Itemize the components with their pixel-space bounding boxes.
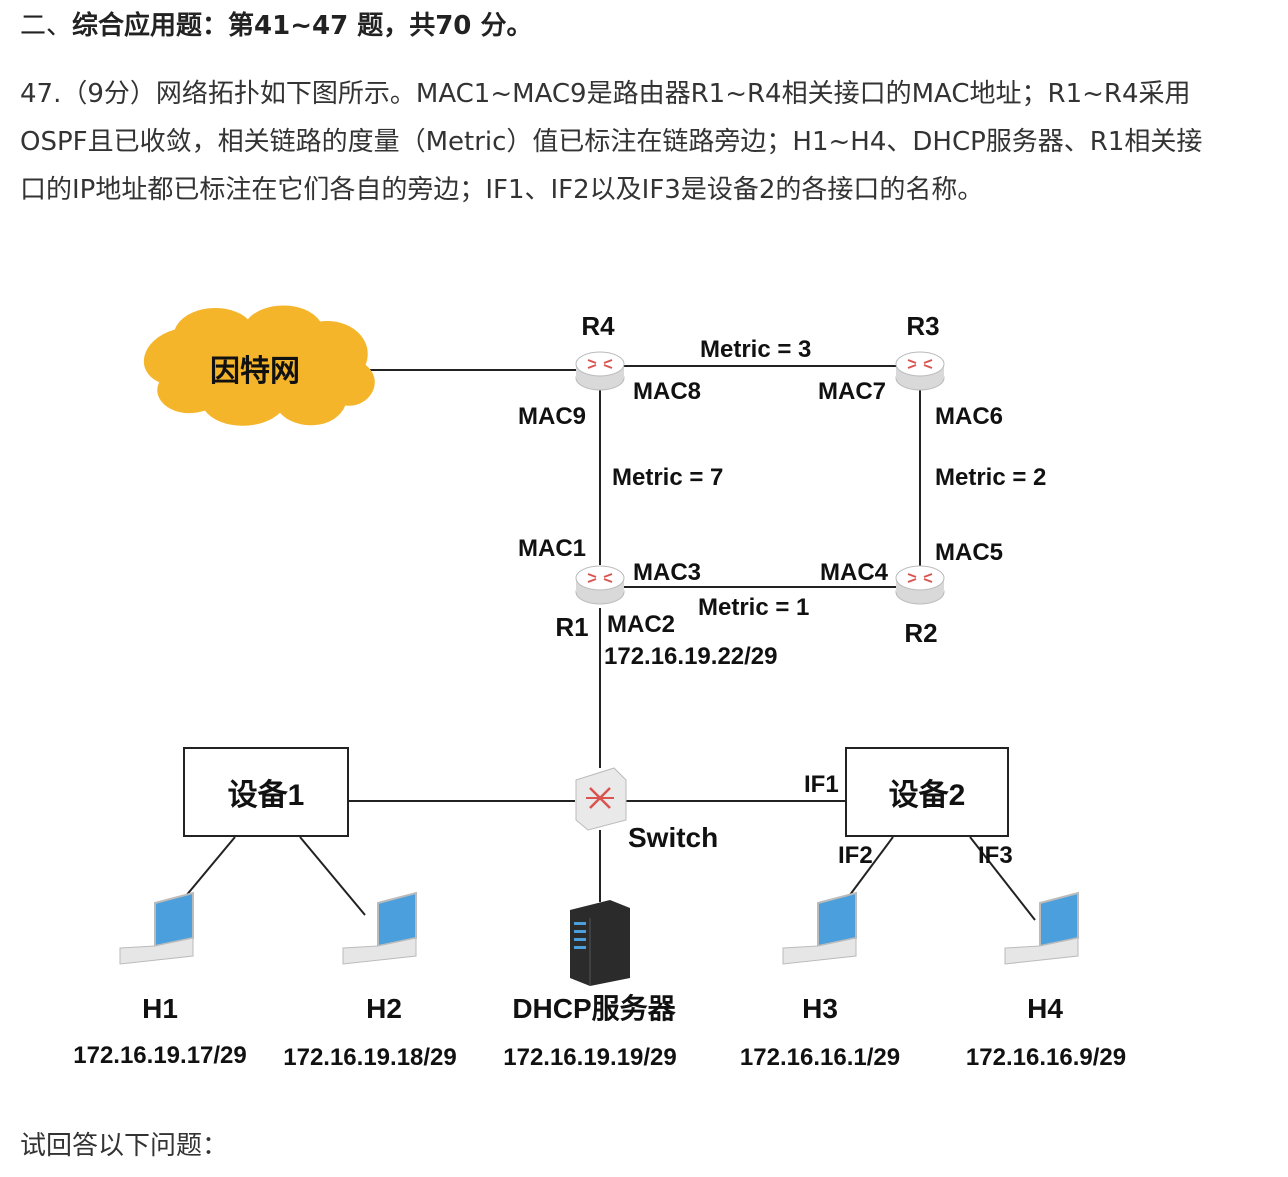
if2-label: IF2 [838, 842, 873, 869]
network-topology-diagram: 因特网 R4 R3 R1 R2 MAC8 MAC7 MAC9 MAC6 MAC1… [73, 305, 1126, 1071]
router-r2 [895, 565, 945, 605]
if1-label: IF1 [804, 771, 839, 798]
h2-ip: 172.16.19.18/29 [283, 1044, 457, 1071]
mac4-label: MAC4 [820, 559, 889, 586]
device1-box [183, 747, 349, 837]
section-title: 二、综合应用题：第41~47 题，共70 分。 [20, 6, 532, 46]
link-device2-h4 [969, 836, 1036, 921]
h3-ip: 172.16.16.1/29 [740, 1044, 900, 1071]
metric-r3-r2: Metric = 2 [935, 464, 1046, 491]
footer-prompt: 试回答以下问题： [20, 1131, 229, 1161]
internet-cloud: 因特网 [143, 305, 375, 426]
router-label-r3: R3 [906, 311, 939, 341]
dhcp-ip: 172.16.19.19/29 [503, 1044, 677, 1071]
dhcp-name: DHCP服务器 [512, 993, 676, 1024]
mac5-label: MAC5 [935, 539, 1003, 566]
metric-r1-r2: Metric = 1 [698, 594, 809, 621]
switch-icon [575, 767, 627, 831]
router-label-r4: R4 [581, 311, 615, 341]
device2-box [845, 747, 1009, 837]
h3-name: H3 [802, 993, 838, 1024]
switch-label: Switch [628, 822, 718, 853]
h1-name: H1 [142, 993, 178, 1024]
laptop-icon-h3 [782, 891, 857, 965]
internet-label: 因特网 [210, 355, 300, 388]
link-device1-h2 [299, 836, 366, 916]
mac2-label: MAC2 [607, 611, 675, 638]
laptop-icon-h4 [1004, 891, 1079, 965]
router-r4 [575, 351, 625, 391]
router-r3 [895, 351, 945, 391]
mac8-label: MAC8 [633, 378, 701, 405]
mac7-label: MAC7 [818, 378, 886, 405]
mac1-label: MAC1 [518, 535, 586, 562]
h1-ip: 172.16.19.17/29 [73, 1042, 247, 1069]
dhcp-server-icon [570, 900, 630, 986]
metric-r4-r3: Metric = 3 [700, 336, 811, 363]
metric-r4-r1: Metric = 7 [612, 464, 723, 491]
section-prefix: 二、 [20, 11, 73, 41]
question-text: 47.（9分）网络拓扑如下图所示。MAC1~MAC9是路由器R1~R4相关接口的… [20, 79, 1203, 205]
router-label-r2: R2 [904, 618, 937, 648]
mac6-label: MAC6 [935, 403, 1003, 430]
h4-name: H4 [1027, 993, 1063, 1024]
router-r1 [575, 565, 625, 605]
h2-name: H2 [366, 993, 402, 1024]
mac9-label: MAC9 [518, 403, 586, 430]
router-label-r1: R1 [555, 612, 588, 642]
links [169, 365, 1036, 921]
device1-label: 设备1 [228, 778, 305, 812]
mac3-label: MAC3 [633, 559, 701, 586]
r1-ip-label: 172.16.19.22/29 [604, 643, 778, 670]
laptop-icon-h1 [119, 891, 194, 965]
device2-label: 设备2 [889, 778, 966, 812]
section-title-text: 综合应用题：第41~47 题，共70 分。 [72, 11, 533, 41]
laptop-icon-h2 [342, 891, 417, 965]
if3-label: IF3 [978, 842, 1013, 869]
h4-ip: 172.16.16.9/29 [966, 1044, 1126, 1071]
